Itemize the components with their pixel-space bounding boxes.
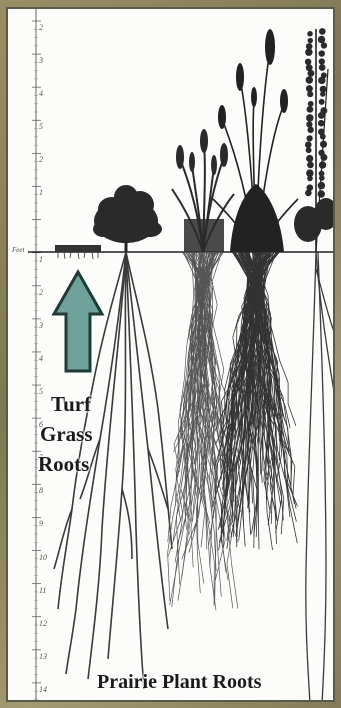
flower-bud — [318, 190, 325, 197]
flower-bud — [318, 77, 325, 84]
scale-tick-label: 5 — [39, 388, 43, 396]
flower-bud — [306, 155, 313, 162]
flower-bud — [321, 42, 327, 48]
scale-tick-label: 2 — [39, 24, 43, 32]
scale-tick-label: 2 — [39, 156, 43, 164]
scale-tick-label: 1 — [39, 189, 43, 197]
flower-bud — [318, 50, 324, 56]
flower-bud — [307, 31, 313, 37]
flower-bud — [305, 59, 312, 66]
flower-bud — [319, 175, 325, 181]
ground-label: Feet — [12, 246, 24, 254]
flower-bud — [306, 114, 313, 121]
forb-1-foliage — [93, 185, 162, 243]
flower-bud — [318, 120, 325, 127]
flower-bud — [307, 106, 314, 113]
flower-bud — [306, 85, 313, 92]
forb-4-roots — [306, 252, 335, 702]
flower-bud — [305, 190, 312, 197]
flower-bud — [307, 70, 314, 77]
turf-grass — [55, 245, 101, 252]
flower-bud — [320, 134, 326, 140]
flower-bud — [307, 176, 313, 182]
scale-tick-label: 14 — [39, 686, 47, 694]
flower-bud — [307, 161, 314, 168]
flower-bud — [320, 91, 325, 96]
flower-bud — [318, 112, 325, 119]
grass-3-roots — [212, 252, 297, 550]
turf-label-line-2: Grass — [40, 424, 93, 445]
flower-bud — [319, 28, 326, 35]
flower-bud — [308, 101, 314, 107]
flower-bud — [305, 48, 313, 56]
scale-tick-label: 11 — [39, 587, 46, 595]
scale-tick-label: 2 — [39, 289, 43, 297]
scale-tick-label: 5 — [39, 123, 43, 131]
flower-bud — [305, 141, 312, 148]
flower-bud — [306, 147, 312, 153]
scale-tick-label: 3 — [39, 57, 43, 65]
scale-tick-label: 1 — [39, 256, 43, 264]
up-arrow-icon — [54, 272, 102, 371]
forb-4-leaves — [294, 198, 335, 242]
flower-bud — [306, 135, 312, 141]
scale-tick-label: 4 — [39, 355, 43, 363]
root-depth-illustration — [8, 9, 335, 702]
grass-plant-3 — [212, 29, 298, 550]
flower-bud — [319, 64, 326, 71]
prairie-label: Prairie Plant Roots — [97, 672, 261, 692]
flower-bud — [320, 141, 327, 148]
flower-bud — [320, 154, 327, 161]
flower-bud — [307, 127, 313, 133]
turf-label-line-1: Turf — [51, 394, 91, 415]
scale-tick-label: 10 — [39, 554, 47, 562]
flower-bud — [306, 76, 313, 83]
scale-tick-label: 3 — [39, 322, 43, 330]
scale-tick-label: 13 — [39, 653, 47, 661]
scale-tick-label: 8 — [39, 487, 43, 495]
flower-bud — [318, 36, 325, 43]
flower-bud — [319, 99, 325, 105]
flower-bud — [306, 121, 312, 127]
flower-bud — [318, 182, 325, 189]
flower-bud — [308, 38, 313, 43]
scale-tick-label: 12 — [39, 620, 47, 628]
turf-label-line-3: Roots — [38, 454, 89, 475]
flower-bud — [319, 161, 326, 168]
scale-tick-label: 9 — [39, 520, 43, 528]
flower-bud — [307, 91, 313, 97]
flower-bud — [319, 58, 325, 64]
forb-plant-4 — [294, 28, 335, 702]
turf-grass-roots — [58, 252, 98, 259]
scale-tick-label: 4 — [39, 90, 43, 98]
